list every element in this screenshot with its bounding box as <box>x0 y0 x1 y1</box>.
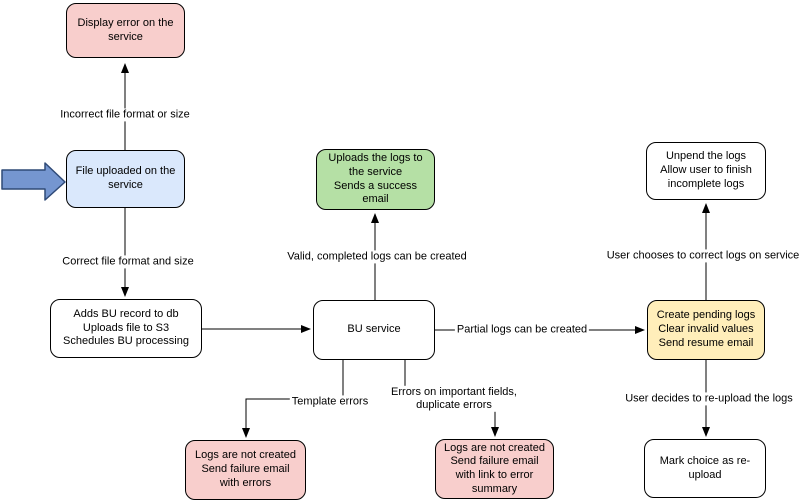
node-label: BU service <box>347 323 401 336</box>
node-adds-bu-record: Adds BU record to db Uploads file to S3 … <box>50 299 202 358</box>
node-uploads-logs-success: Uploads the logs to the service Sends a … <box>316 149 435 210</box>
start-arrow-icon <box>1 162 66 201</box>
edge-label-template-errors: Template errors <box>289 395 371 409</box>
node-label: File uploaded on the service <box>75 165 176 191</box>
edge-label-partial-logs: Partial logs can be created <box>454 323 590 337</box>
node-label: Display error on the service <box>77 16 174 43</box>
edge-label-valid-logs: Valid, completed logs can be created <box>285 250 469 264</box>
node-label: Create pending logs Clear invalid values… <box>656 309 756 349</box>
node-label: Logs are not created Send failure email … <box>195 449 296 489</box>
edge-label-correct-format: Correct file format and size <box>60 255 196 269</box>
node-create-pending-logs: Create pending logs Clear invalid values… <box>647 300 765 360</box>
node-label: Logs are not created Send failure email … <box>444 441 545 495</box>
node-display-error: Display error on the service <box>66 3 185 58</box>
node-label: Mark choice as re- upload <box>659 454 751 481</box>
edge-label-incorrect-format: Incorrect file format or size <box>58 108 192 122</box>
node-label: Uploads the logs to the service Sends a … <box>328 152 423 206</box>
node-unpend-logs: Unpend the logs Allow user to finish inc… <box>646 142 766 200</box>
edge-label-correct-on-service: User chooses to correct logs on service <box>604 249 801 263</box>
edge-label-reupload: User decides to re-upload the logs <box>623 392 795 406</box>
node-file-uploaded: File uploaded on the service <box>66 150 185 208</box>
node-label: Adds BU record to db Uploads file to S3 … <box>63 307 189 348</box>
node-label: Unpend the logs Allow user to finish inc… <box>660 150 752 190</box>
node-mark-reupload: Mark choice as re- upload <box>644 439 766 498</box>
edge-label-important-fields: Errors on important fields, duplicate er… <box>389 385 519 413</box>
node-logs-not-created-errors: Logs are not created Send failure email … <box>185 440 306 500</box>
node-logs-not-created-summary: Logs are not created Send failure email … <box>435 439 554 499</box>
node-bu-service: BU service <box>313 300 435 360</box>
